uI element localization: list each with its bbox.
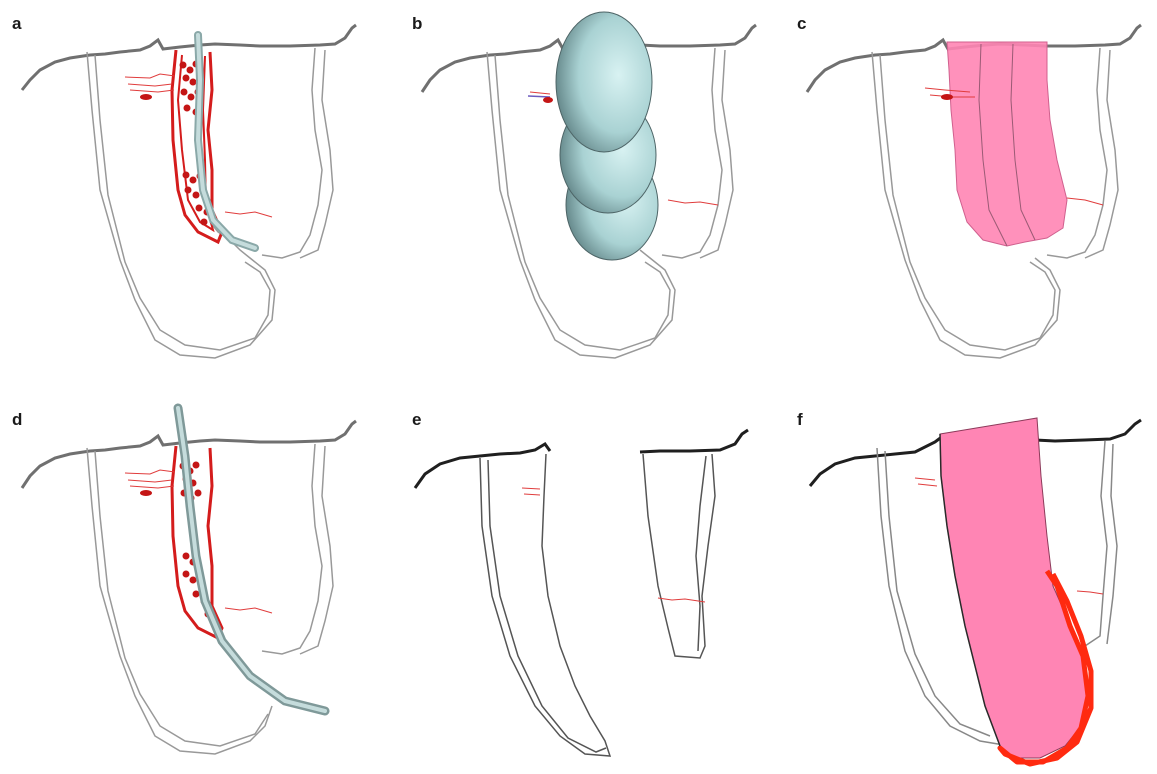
vessel-lines [522,488,705,602]
panel-b-diagram [400,0,772,378]
panel-label-a: a [12,14,21,34]
right-section-inner [696,456,706,651]
ellipsoid-top [556,12,652,152]
vessel-blob [140,490,152,496]
panel-e-diagram [400,396,772,774]
panel-a: a [0,0,372,378]
panel-d: d [0,396,372,774]
panel-f-diagram [785,396,1157,774]
panel-d-diagram [0,396,372,774]
panel-b: b [400,0,772,378]
treatment-volume [940,418,1089,758]
panel-label-f: f [797,410,803,430]
panel-a-diagram [0,0,372,378]
right-outline-2 [1085,50,1118,258]
panel-e: e [400,396,772,774]
vessel-line-blue [528,96,550,97]
surface-line-right [1035,420,1141,441]
panel-c-diagram [785,0,1157,378]
panel-label-e: e [412,410,421,430]
right-outline-2 [700,50,733,258]
panel-f: f [785,396,1157,774]
vessel-blob [543,97,553,103]
vessel-blob [941,94,953,100]
treatment-volume [947,42,1067,246]
right-outline-2 [1107,444,1117,644]
panel-c: c [785,0,1157,378]
vessel-blob [140,94,152,100]
panel-label-b: b [412,14,422,34]
surface-line-left [415,444,550,488]
right-outline [662,48,722,258]
surface-line-right [640,430,748,452]
panel-label-d: d [12,410,22,430]
right-section-outline [643,454,715,658]
panel-label-c: c [797,14,806,34]
left-section-inner [488,460,606,752]
